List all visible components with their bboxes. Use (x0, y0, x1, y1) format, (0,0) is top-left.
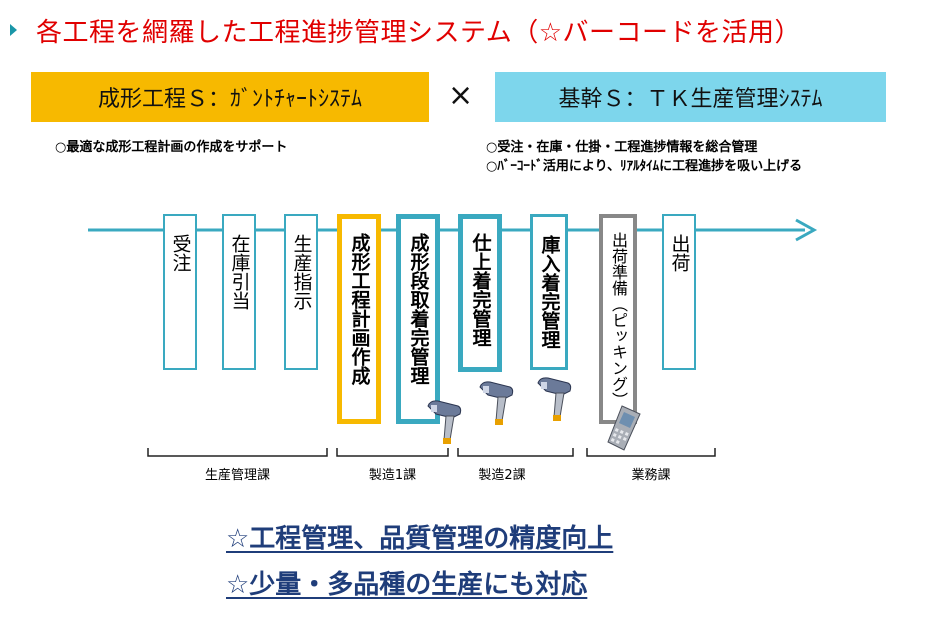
step-production-order: 生産指示 (284, 214, 318, 370)
dept-operations: 業務課 (631, 468, 671, 483)
step-warehouse-entry-tracking: 庫入着完管理 (530, 214, 568, 370)
step-label: 出荷準備（ピッキング） (609, 232, 628, 408)
step-molding-plan: 成形工程計画作成 (337, 214, 381, 424)
step-label: 出荷 (668, 234, 691, 272)
dept-manufacturing-2: 製造2課 (478, 468, 526, 483)
slogan-variety: ☆少量・多品種の生産にも対応 (226, 570, 588, 600)
bracket-operations (586, 448, 716, 457)
dept-manufacturing-1: 製造1課 (368, 468, 417, 483)
step-label: 在庫引当 (228, 234, 251, 310)
system-box-molding: 成形工程Ｓ：ｶﾞﾝﾄﾁｬｰﾄｼｽﾃﾑ (31, 72, 429, 122)
handheld-terminal-icon (607, 405, 641, 451)
flow-arrowhead-icon (795, 218, 818, 242)
barcode-scanner-icon (479, 381, 514, 425)
barcode-scanner-icon (427, 400, 462, 444)
step-shipping-prep-picking: 出荷準備（ピッキング） (599, 214, 637, 424)
step-shipping: 出荷 (662, 214, 696, 370)
bracket-manufacturing-1 (336, 448, 449, 457)
core-system-note-1: ○受注・在庫・仕掛・工程進捗情報を総合管理 (486, 140, 758, 155)
step-label: 生産指示 (290, 234, 313, 310)
molding-system-note: ○最適な成形工程計画の作成をサポート (55, 140, 288, 155)
bracket-production-control (147, 448, 328, 457)
times-symbol: × (448, 78, 474, 113)
core-system-note-2: ○ﾊﾞｰｺｰﾄﾞ活用により、ﾘｱﾙﾀｲﾑに工程進捗を吸い上げる (486, 159, 803, 174)
step-order-receipt: 受注 (163, 214, 197, 370)
barcode-scanner-icon (537, 377, 572, 421)
step-label: 成形段取着完管理 (407, 233, 430, 385)
title-bullet-icon (10, 24, 17, 36)
step-stock-allocation: 在庫引当 (222, 214, 256, 370)
step-label: 成形工程計画作成 (348, 233, 371, 385)
system-box-core: 基幹Ｓ：ＴＫ生産管理ｼｽﾃﾑ (495, 72, 886, 122)
bracket-manufacturing-2 (457, 448, 574, 457)
slogan-accuracy: ☆工程管理、品質管理の精度向上 (226, 524, 614, 554)
dept-production-control: 生産管理課 (204, 468, 270, 483)
step-label: 受注 (169, 234, 192, 272)
step-finishing-tracking: 仕上着完管理 (458, 214, 502, 372)
step-label: 庫入着完管理 (538, 235, 561, 349)
step-label: 仕上着完管理 (469, 233, 492, 347)
page-title: 各工程を網羅した工程進捗管理システム（☆バーコードを活用） (36, 18, 802, 48)
step-molding-setup-tracking: 成形段取着完管理 (396, 214, 440, 424)
